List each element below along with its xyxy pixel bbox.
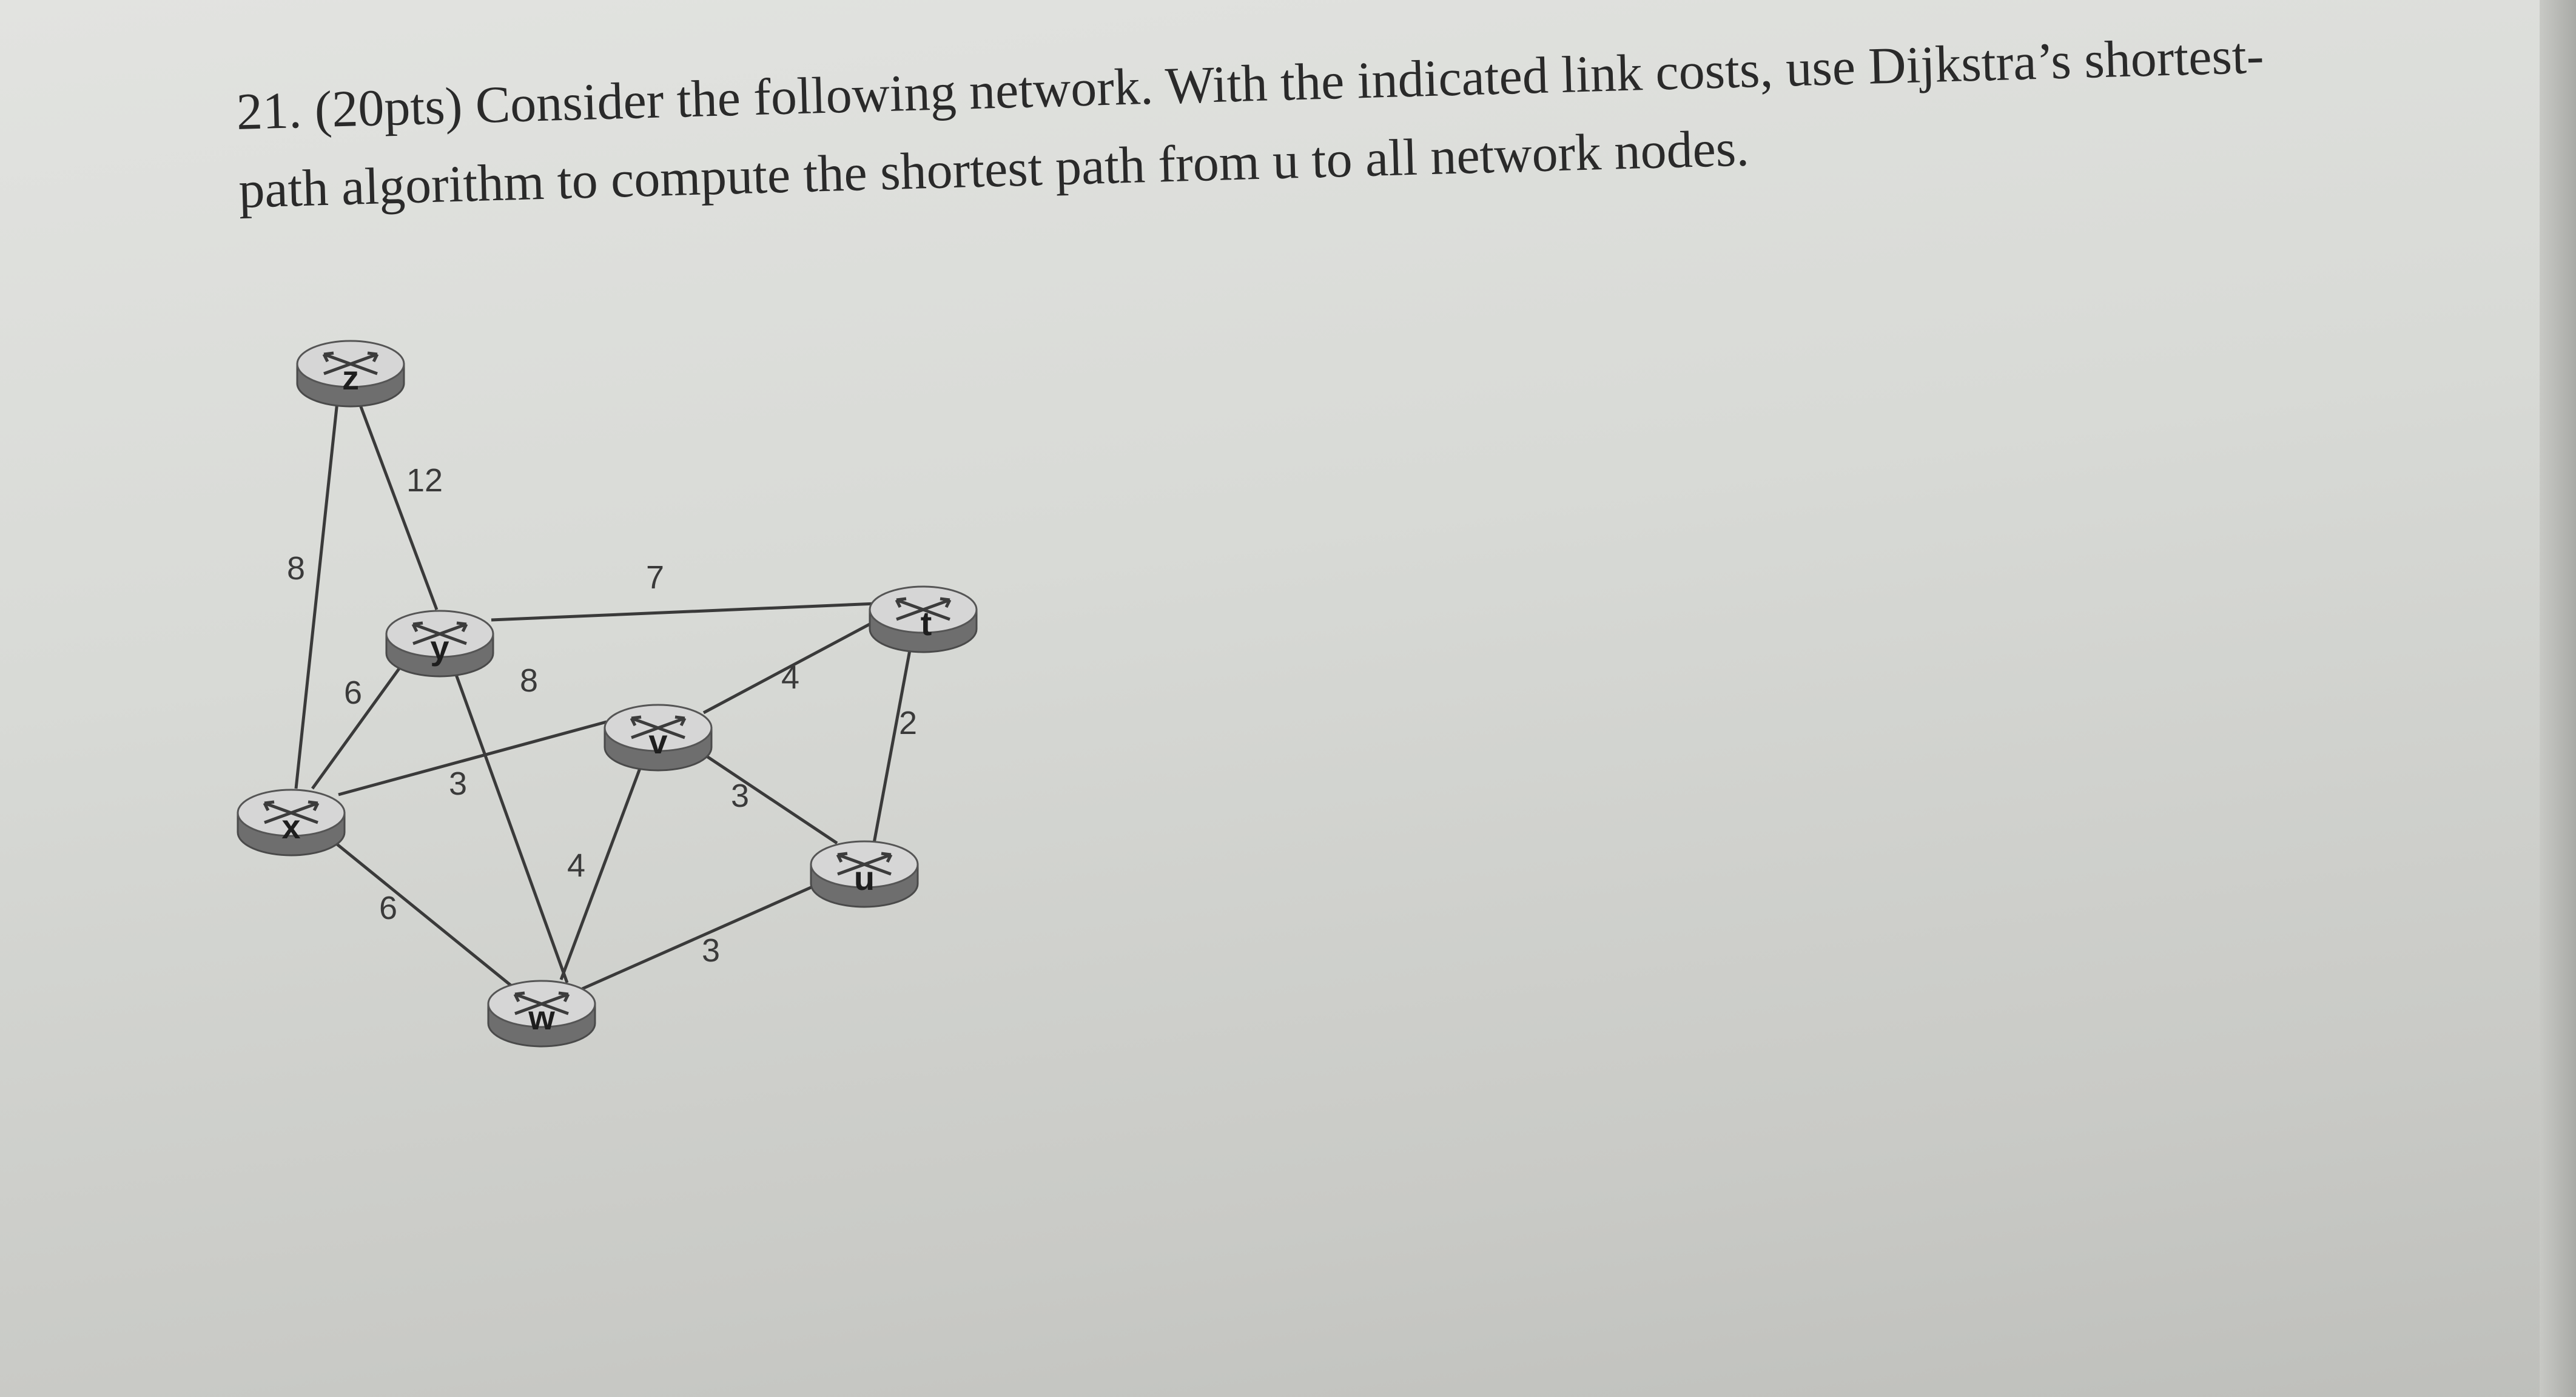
link-cost-v-t: 4 xyxy=(781,659,799,696)
link-y-x xyxy=(311,645,417,790)
link-x-w xyxy=(323,833,513,987)
router-arrows-icon xyxy=(411,621,468,645)
link-cost-z-y: 12 xyxy=(406,462,443,499)
router-z: z xyxy=(296,340,405,408)
router-label-w: w xyxy=(528,998,555,1037)
router-t: t xyxy=(869,585,978,653)
link-cost-labels: 8 12 7 6 8 3 6 4 3 4 2 3 xyxy=(287,462,917,969)
paper-edge xyxy=(2540,0,2576,1397)
router-v: v xyxy=(604,704,713,772)
link-cost-x-v: 3 xyxy=(449,766,467,802)
link-y-t xyxy=(491,602,877,622)
link-t-u xyxy=(872,633,915,847)
link-cost-v-u: 3 xyxy=(731,778,749,814)
link-cost-w-u: 3 xyxy=(702,932,720,969)
router-label-u: u xyxy=(854,859,875,897)
router-arrows-icon xyxy=(322,351,379,375)
router-label-t: t xyxy=(921,604,932,642)
router-label-z: z xyxy=(342,359,359,397)
link-cost-y-t: 7 xyxy=(646,559,664,596)
router-x: x xyxy=(237,789,346,857)
link-cost-x-w: 6 xyxy=(379,890,397,926)
routers-layer: z y t v x u w xyxy=(237,340,978,1048)
router-label-x: x xyxy=(281,807,300,846)
link-cost-v-w: 4 xyxy=(567,847,585,884)
link-z-x xyxy=(294,379,341,789)
router-arrows-icon xyxy=(836,852,893,876)
router-arrows-icon xyxy=(895,597,952,621)
link-w-u xyxy=(581,881,823,991)
link-cost-y-w: 8 xyxy=(520,662,538,699)
router-arrows-icon xyxy=(513,991,570,1015)
router-u: u xyxy=(810,840,919,908)
link-cost-t-u: 2 xyxy=(899,705,917,741)
router-y: y xyxy=(385,610,494,678)
link-y-w xyxy=(444,645,569,983)
link-v-u xyxy=(699,750,838,845)
link-v-t xyxy=(702,614,887,715)
router-w: w xyxy=(487,980,596,1048)
router-arrows-icon xyxy=(263,800,320,824)
link-cost-y-x: 6 xyxy=(344,675,362,711)
links-layer xyxy=(294,379,915,991)
link-z-y xyxy=(349,379,439,610)
link-cost-z-x: 8 xyxy=(287,550,305,587)
router-arrows-icon xyxy=(630,715,687,739)
link-v-w xyxy=(559,752,648,980)
router-label-v: v xyxy=(648,722,667,761)
link-x-v xyxy=(338,720,607,796)
router-label-y: y xyxy=(430,628,449,667)
